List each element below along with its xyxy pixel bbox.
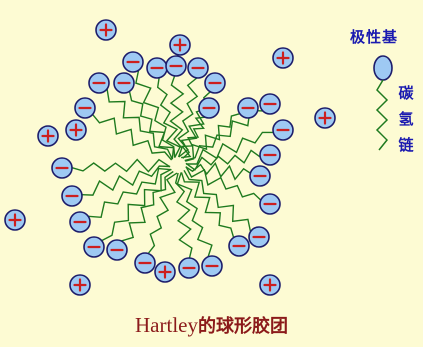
counter-ion-plus-icon (37, 125, 59, 147)
headgroup-minus-icon (198, 97, 220, 119)
headgroup-minus-icon (259, 193, 281, 215)
hydrocarbon-chain (185, 161, 251, 181)
headgroup-minus-icon (248, 226, 270, 248)
hydrocarbon-chain (185, 166, 262, 201)
headgroup-minus-icon (61, 185, 83, 207)
hydrocarbon-chain (181, 116, 205, 159)
headgroup-minus-icon (134, 252, 156, 274)
hydrocarbon-chain (176, 172, 213, 258)
hydrocarbon-chain (92, 114, 173, 161)
headgroup-minus-icon (178, 257, 200, 279)
headgroup-minus-icon (228, 235, 250, 257)
hydrocarbon-chain (71, 158, 171, 173)
counter-ion-plus-icon (69, 274, 91, 296)
headgroup-minus-icon (113, 72, 135, 94)
headgroup-minus-icon (146, 57, 168, 79)
legend-graphics (373, 55, 393, 151)
hydrocarbon-chain (156, 77, 182, 158)
headgroup-minus-icon (122, 51, 144, 73)
counter-ion-plus-icon (169, 34, 191, 56)
counter-ion-plus-icon (154, 261, 176, 283)
headgroup-minus-icon (83, 236, 105, 258)
headgroup-minus-icon (201, 255, 223, 277)
headgroup-minus-icon (88, 72, 110, 94)
counter-ion-plus-icon (272, 47, 294, 69)
headgroup-minus-icon (74, 97, 96, 119)
counter-ion-plus-icon (95, 19, 117, 41)
hydrocarbon-chain (177, 77, 199, 158)
headgroup-minus-icon (165, 55, 187, 77)
counter-ion-plus-icon (65, 119, 87, 141)
hydrocarbon-chain (185, 149, 261, 171)
hydrocarbon-chain (186, 131, 274, 165)
counter-ion-plus-icon (259, 274, 281, 296)
counter-ions (4, 19, 336, 296)
legend-headgroup-icon (373, 55, 393, 81)
hydrocarbon-chain (180, 172, 235, 238)
headgroup-minus-icon (259, 93, 281, 115)
hydrocarbon-chain (101, 168, 172, 242)
headgroup-minus-icon (187, 57, 209, 79)
figure-caption: Hartley的球形胶团 (0, 312, 423, 338)
polar-headgroups (51, 51, 294, 279)
headgroup-minus-icon (51, 157, 73, 179)
headgroup-minus-icon (69, 211, 91, 233)
legend-chain-icon (375, 79, 389, 151)
headgroup-minus-icon (272, 119, 294, 141)
hydrocarbon-chain (128, 91, 175, 160)
headgroup-minus-icon (259, 144, 281, 166)
headgroup-minus-icon (249, 165, 271, 187)
hydrocarbon-chain (185, 113, 240, 162)
hydrocarbon-chain (81, 165, 171, 196)
headgroup-minus-icon (237, 97, 259, 119)
hydrocarbon-chain (174, 172, 193, 259)
counter-ion-plus-icon (314, 107, 336, 129)
legend-headgroup-label: 极性基 (350, 28, 399, 46)
headgroup-minus-icon (204, 72, 226, 94)
hydrocarbon-chain (121, 170, 174, 242)
hydrocarbon-chain (88, 167, 172, 219)
counter-ion-plus-icon (4, 209, 26, 231)
hydrocarbon-chain (106, 88, 174, 160)
caption-latin: Hartley (135, 313, 198, 337)
hydrocarbon-chain (147, 172, 178, 254)
caption-cjk: 的球形胶团 (197, 316, 288, 337)
legend-chain-label: 碳氢链 (398, 84, 414, 154)
hydrocarbon-chain (169, 75, 185, 158)
hydrocarbon-chain (183, 169, 252, 232)
hydrocarbon-chain (135, 70, 176, 158)
headgroup-minus-icon (106, 239, 128, 261)
